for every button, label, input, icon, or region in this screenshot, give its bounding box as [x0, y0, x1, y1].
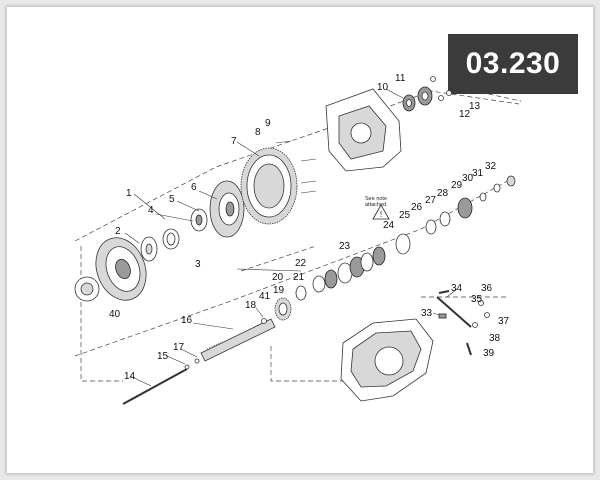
part-8-bolts — [275, 140, 317, 194]
label-part-26: 26 — [411, 202, 423, 213]
part-gearbox-housing-lower — [340, 318, 434, 402]
label-part-21: 21 — [293, 272, 305, 283]
label-part-3: 3 — [195, 259, 201, 270]
label-part-23: 23 — [339, 241, 351, 252]
label-part-29: 29 — [451, 180, 463, 191]
label-part-35: 35 — [471, 294, 483, 305]
part-40-disc — [74, 276, 100, 302]
label-part-39: 39 — [483, 348, 495, 359]
label-part-24: 24 — [383, 220, 395, 231]
label-part-18: 18 — [245, 300, 257, 311]
part-bearing-stack — [295, 175, 516, 301]
label-part-22: 22 — [295, 258, 307, 269]
diagram-code-text: 03.230 — [465, 47, 561, 80]
part-3-ring — [162, 228, 180, 250]
part-19-gear — [274, 297, 292, 321]
label-part-27: 27 — [425, 195, 437, 206]
part-16-input-shaft — [200, 318, 276, 362]
label-part-19: 19 — [273, 285, 285, 296]
label-part-20: 20 — [272, 272, 284, 283]
label-part-9: 9 — [265, 118, 271, 129]
part-11-bearing — [417, 86, 433, 106]
note-line-2: attached — [365, 202, 386, 208]
label-part-6: 6 — [191, 182, 197, 193]
warning-icon: ! — [372, 204, 390, 220]
label-part-40: 40 — [109, 309, 121, 320]
label-part-2: 2 — [115, 226, 121, 237]
part-10-bearing — [402, 94, 416, 112]
part-gearbox-housing-upper — [325, 88, 402, 172]
axis-top-right — [464, 88, 522, 102]
label-part-30: 30 — [462, 173, 474, 184]
part-12-13-small-parts — [430, 76, 452, 101]
label-part-32: 32 — [485, 161, 497, 172]
exploded-parts-diagram: ! See note attached — [74, 73, 522, 405]
label-part-11: 11 — [395, 73, 406, 84]
svg-text:!: ! — [380, 210, 382, 219]
label-part-10: 10 — [377, 82, 389, 93]
axis-clutch-assembly — [74, 90, 520, 242]
part-6-clutch-disc — [209, 180, 245, 238]
label-part-4: 4 — [148, 205, 154, 216]
label-part-31: 31 — [472, 168, 484, 179]
label-part-41: 41 — [259, 291, 271, 302]
part-labels: 1 2 3 4 5 6 7 8 9 10 11 12 13 14 15 16 1… — [109, 73, 510, 382]
label-part-34: 34 — [451, 283, 463, 294]
part-2-spring — [140, 236, 158, 262]
diagram-frame: 03.230 — [6, 6, 594, 474]
axis-bearing-group — [240, 245, 317, 272]
label-part-1: 1 — [126, 188, 132, 199]
part-7-ring-gear — [240, 147, 298, 225]
label-part-37: 37 — [498, 316, 510, 327]
label-part-14: 14 — [124, 371, 136, 382]
label-part-28: 28 — [437, 188, 449, 199]
label-part-38: 38 — [489, 333, 501, 344]
axis-gearbox-box — [270, 346, 351, 382]
label-part-25: 25 — [399, 210, 411, 221]
part-linkage — [436, 290, 490, 356]
diagram-code-badge: 03.230 — [448, 34, 578, 94]
label-part-17: 17 — [173, 342, 185, 353]
label-part-15: 15 — [157, 351, 169, 362]
label-part-7: 7 — [231, 136, 237, 147]
label-part-16: 16 — [181, 315, 193, 326]
label-part-13: 13 — [469, 101, 481, 112]
label-part-12: 12 — [459, 109, 471, 120]
part-5-ring — [190, 208, 208, 232]
label-part-8: 8 — [255, 127, 261, 138]
part-15-17-18-small — [184, 318, 267, 370]
leader-lines — [124, 88, 458, 387]
note-line-1: See note — [365, 196, 387, 202]
part-1-clutch-cover — [95, 237, 147, 301]
label-part-33: 33 — [421, 308, 433, 319]
label-part-36: 36 — [481, 283, 493, 294]
part-14-rod — [122, 368, 188, 405]
label-part-5: 5 — [169, 194, 175, 205]
